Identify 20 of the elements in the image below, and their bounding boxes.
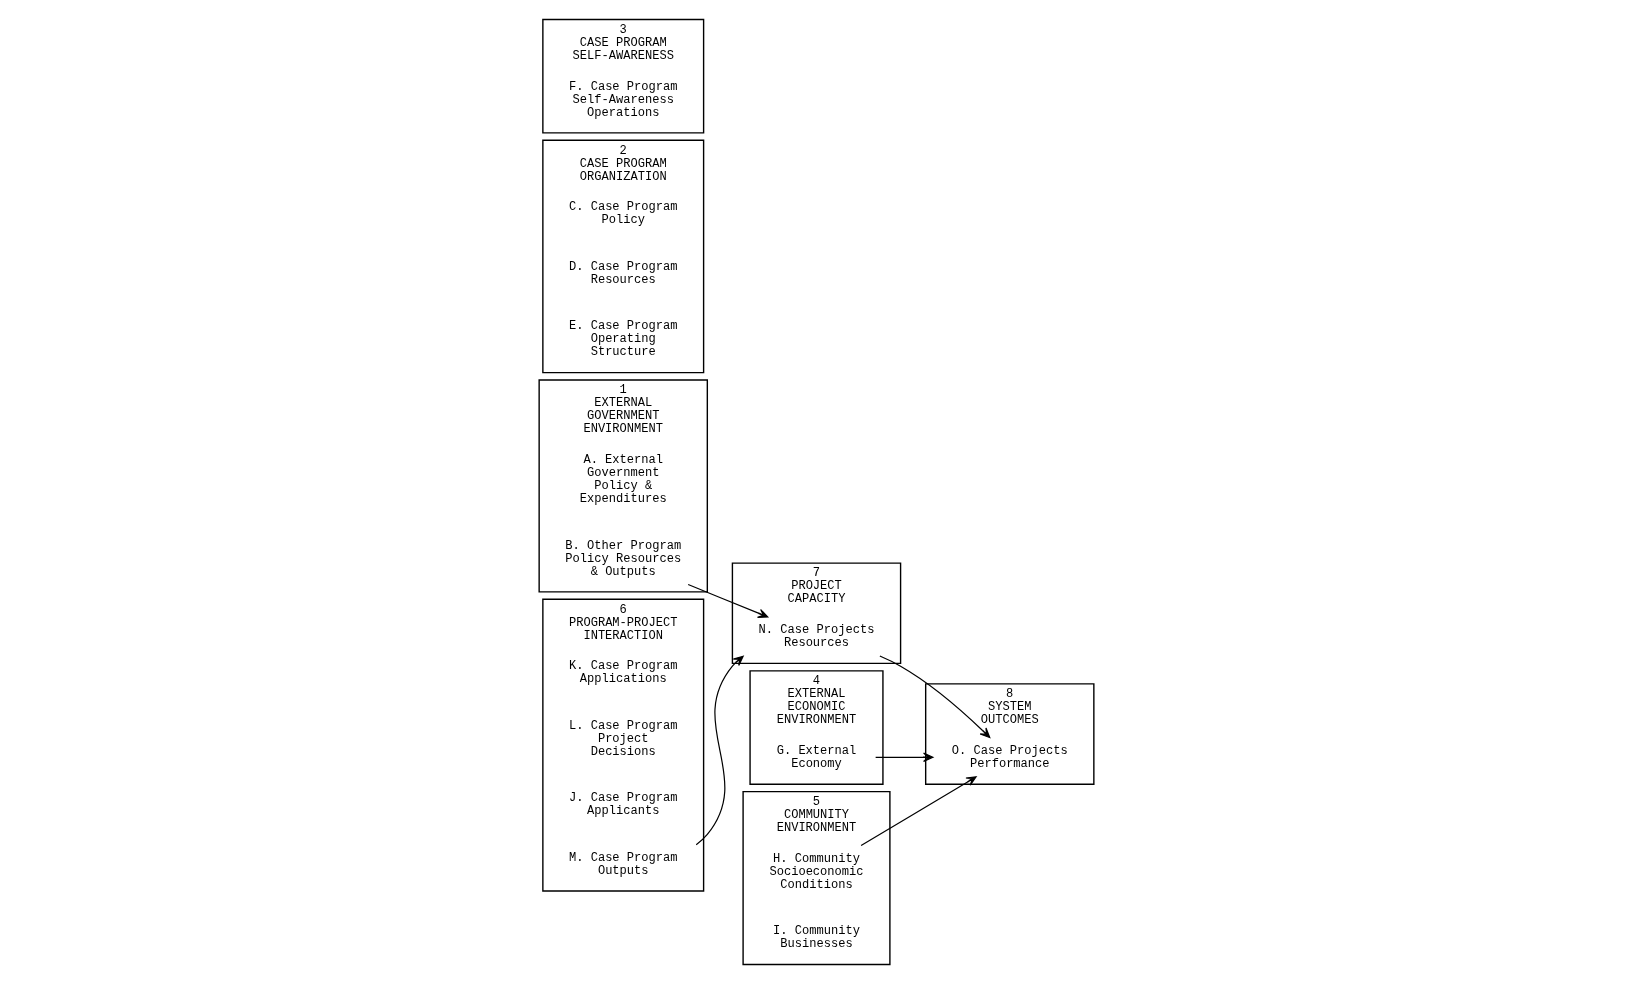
node-text: F. Case Program Self-Awareness Operations: [568, 79, 678, 120]
arrow: [695, 655, 744, 846]
node-text: K. Case Program Applications: [568, 659, 678, 687]
node-text: B. Other Program Policy Resources & Outputs: [565, 538, 682, 579]
node-text: M. Case Program Outputs: [568, 850, 678, 878]
arrow: [875, 752, 934, 763]
node-text: G. External Economy: [776, 743, 857, 771]
arrow: [860, 776, 977, 847]
node-text: C. Case Program Policy: [568, 200, 678, 228]
node-text: D. Case Program Resources: [568, 259, 678, 287]
arrow: [687, 583, 769, 618]
node-text: L. Case Program Project Decisions: [568, 718, 678, 759]
node-text: I. Community Businesses: [773, 924, 860, 952]
node-text: H. Community Socioeconomic Conditions: [769, 851, 864, 892]
node-text: O. Case Projects Performance: [951, 743, 1068, 771]
node-text: A. External Government Policy & Expenditures: [579, 453, 667, 507]
node-text: J. Case Program Applicants: [568, 791, 678, 819]
arrow: [879, 655, 991, 739]
node-text: E. Case Program Operating Structure: [568, 319, 678, 360]
node-text: N. Case Projects Resources: [758, 623, 875, 651]
